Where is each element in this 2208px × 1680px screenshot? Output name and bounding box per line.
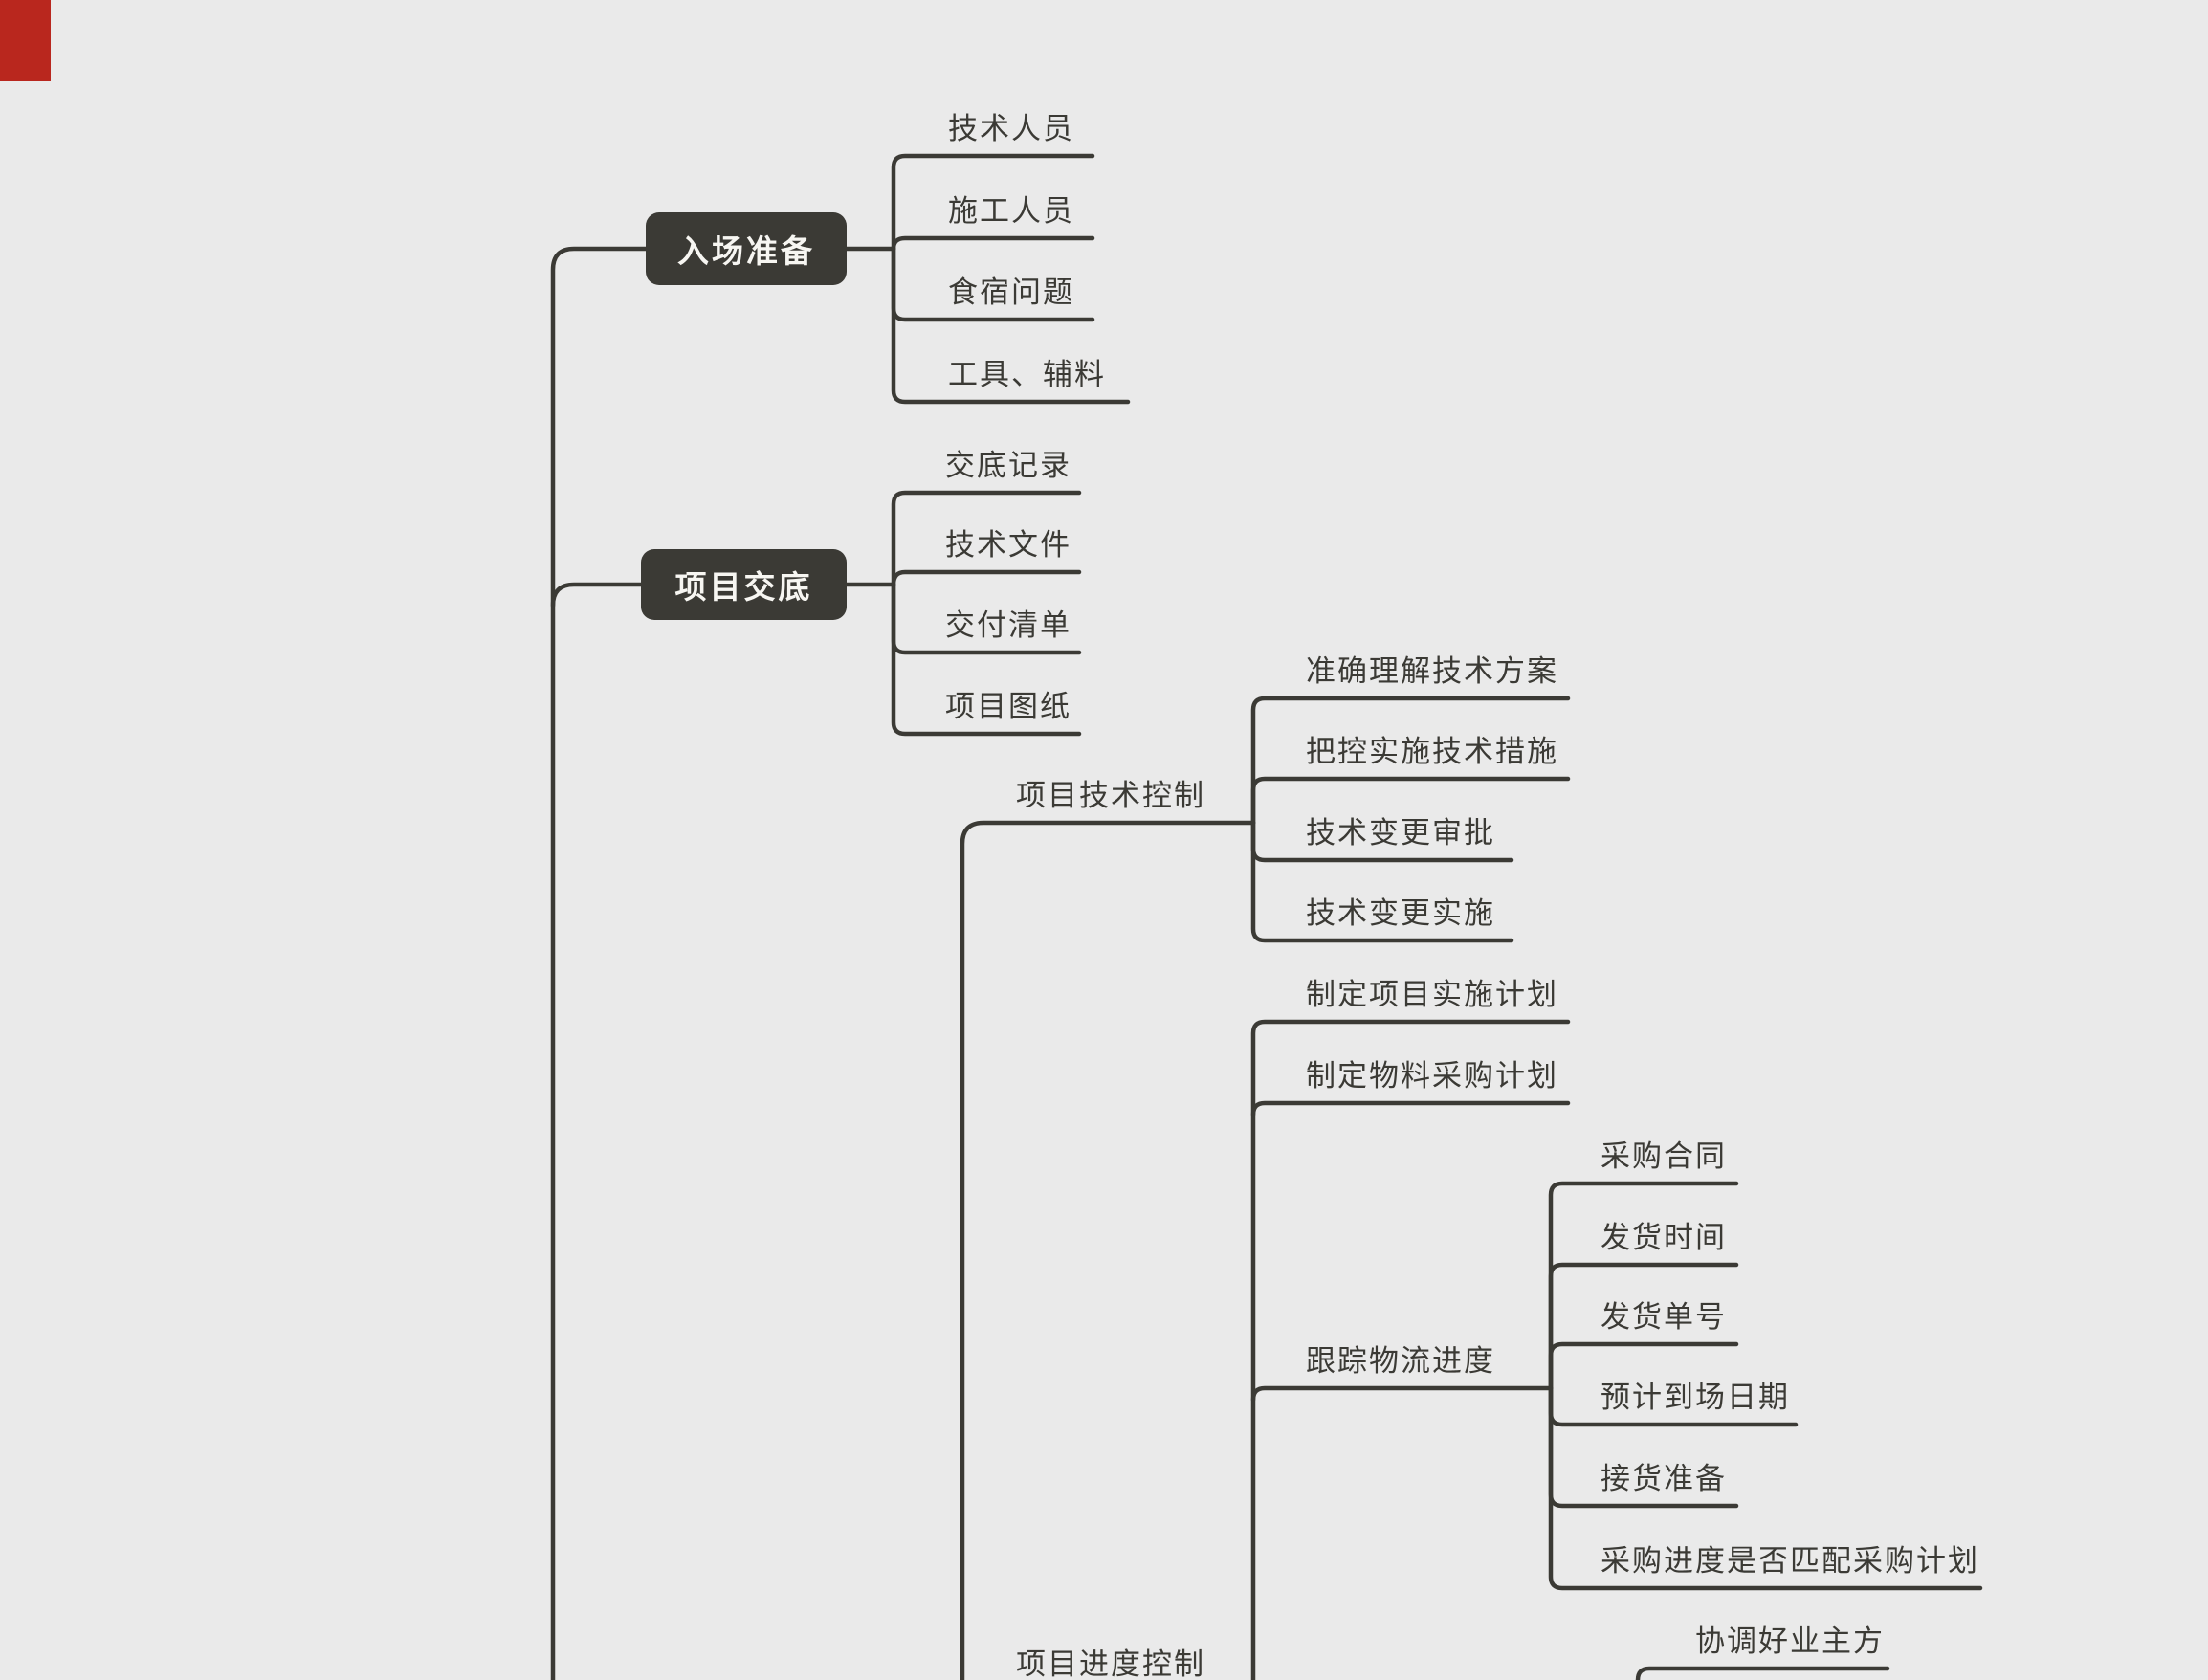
topic-label-schedule-control[interactable]: 项目进度控制: [1016, 1647, 1205, 1680]
topic-label-purchase-contract[interactable]: 采购合同: [1601, 1139, 1727, 1173]
topic-label-implementation-plan[interactable]: 制定项目实施计划: [1306, 978, 1558, 1011]
topic-label-procurement-plan[interactable]: 制定物料采购计划: [1306, 1059, 1558, 1093]
topic-box-project-briefing[interactable]: 项目交底: [641, 549, 847, 620]
topic-label-change-approval[interactable]: 技术变更审批: [1306, 816, 1495, 850]
line-coordinate-owner: [1635, 1666, 1890, 1680]
trunk-root: [550, 246, 649, 1680]
line-logistics-tracking: [1250, 1385, 1554, 1403]
line-tools-materials: [891, 246, 1131, 405]
topic-label-logistics-tracking[interactable]: 跟踪物流进度: [1306, 1344, 1495, 1378]
topic-label-technical-staff[interactable]: 技术人员: [948, 112, 1074, 145]
line-tracking-number: [1548, 1341, 1739, 1391]
line-purchase-contract: [1548, 1181, 1739, 1391]
line-implementation-measures: [1250, 776, 1571, 826]
line-procurement-plan: [1250, 1100, 1571, 1117]
line-construction-staff: [891, 235, 1095, 252]
branch-project-briefing: [550, 582, 644, 608]
topic-label-accommodation[interactable]: 食宿问题: [948, 276, 1074, 309]
topic-label-expected-arrival[interactable]: 预计到场日期: [1601, 1381, 1790, 1414]
topic-label-change-implementation[interactable]: 技术变更实施: [1306, 896, 1495, 930]
topic-label-coordinate-owner[interactable]: 协调好业主方: [1695, 1625, 1885, 1658]
line-technical-documents: [891, 569, 1082, 587]
trunk-tech-control: [960, 820, 1256, 1680]
line-shipping-time: [1548, 1262, 1739, 1391]
trunk-schedule-control: [1250, 1019, 1571, 1680]
topic-label-procurement-progress-match[interactable]: 采购进度是否匹配采购计划: [1601, 1544, 1979, 1578]
topic-label-tools-materials[interactable]: 工具、辅料: [948, 358, 1106, 391]
line-procurement-progress-match: [1548, 1385, 1983, 1591]
line-change-implementation: [1250, 820, 1514, 943]
line-project-drawings: [891, 582, 1082, 737]
topic-label-implementation-measures[interactable]: 把控实施技术措施: [1306, 735, 1558, 768]
line-understand-solution: [1250, 696, 1571, 826]
topic-label-project-drawings[interactable]: 项目图纸: [945, 690, 1071, 723]
topic-label-delivery-list[interactable]: 交付清单: [945, 608, 1071, 642]
topic-label-receiving-preparation[interactable]: 接货准备: [1601, 1462, 1727, 1495]
topic-label-tracking-number[interactable]: 发货单号: [1601, 1300, 1727, 1334]
red-corner-marker: [0, 0, 51, 81]
topic-label-tech-control[interactable]: 项目技术控制: [1016, 779, 1205, 812]
line-technical-staff: [891, 153, 1095, 252]
topic-label-shipping-time[interactable]: 发货时间: [1601, 1221, 1727, 1254]
line-briefing-record: [891, 490, 1082, 587]
topic-label-technical-documents[interactable]: 技术文件: [945, 528, 1071, 562]
topic-label-briefing-record[interactable]: 交底记录: [945, 449, 1071, 482]
topic-label-understand-solution[interactable]: 准确理解技术方案: [1306, 654, 1558, 688]
topic-label-construction-staff[interactable]: 施工人员: [948, 194, 1074, 228]
topic-box-entry-preparation[interactable]: 入场准备: [646, 212, 847, 285]
